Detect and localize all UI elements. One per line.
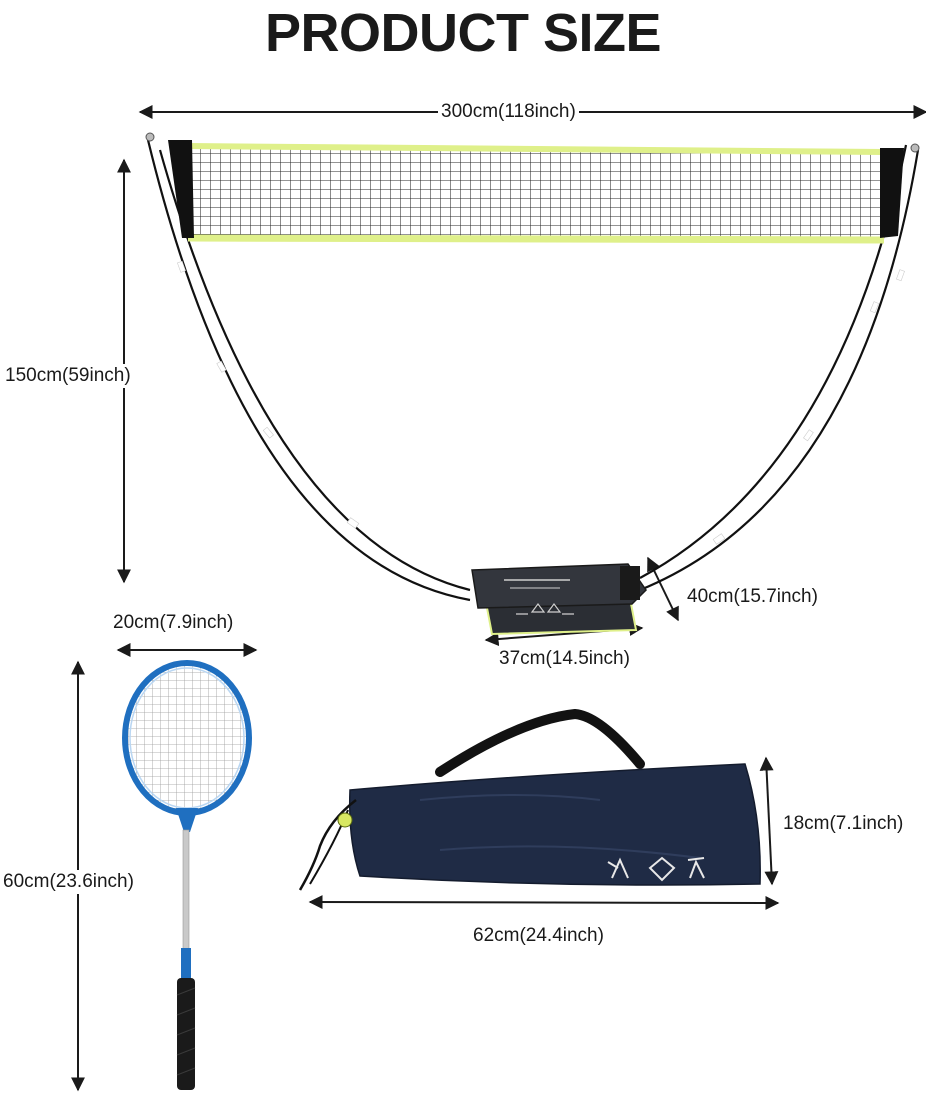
large-bag-drawstring [298, 799, 357, 891]
badminton-racket [122, 660, 252, 1090]
large-bag-logo [607, 856, 705, 882]
net-mesh [192, 146, 880, 240]
large-bag-folds [419, 794, 701, 859]
frame-pole-left-inner [158, 149, 471, 592]
racket-length-label: 60cm(23.6inch) [0, 870, 137, 894]
pole-joints [177, 260, 905, 545]
racket-width-label: 20cm(7.9inch) [110, 611, 237, 635]
racket-strings [127, 665, 247, 811]
page-title: PRODUCT SIZE [264, 3, 662, 63]
small-bag-body [471, 563, 647, 609]
frame-pole-right-outer [639, 149, 920, 592]
large-bag-height-label: 18cm(7.1inch) [780, 812, 907, 836]
net-end-cap-right [880, 148, 904, 238]
net-top-trim [187, 143, 885, 155]
large-bag-body [348, 763, 761, 886]
small-bag-logo [504, 579, 574, 615]
racket-handle-grip [177, 978, 195, 1090]
small-bag-height-line [647, 556, 679, 622]
small-bag-width-label: 37cm(14.5inch) [496, 647, 633, 671]
net-bottom-trim [187, 234, 885, 244]
grip-wrap [176, 987, 196, 1076]
net-clip-right [910, 143, 920, 153]
racket-throat [176, 808, 198, 832]
small-carry-bag [471, 563, 647, 636]
net-end-cap-left [168, 140, 194, 238]
small-bag-drawstring [620, 566, 640, 600]
net-width-label: 300cm(118inch) [438, 100, 579, 124]
badminton-net [145, 132, 920, 244]
large-bag-shoulder-strap [435, 708, 645, 777]
net-clip-left [145, 132, 155, 142]
racket-cone [181, 948, 191, 980]
net-height-label: 150cm(59inch) [2, 364, 134, 388]
frame-pole-left-outer [146, 139, 471, 602]
large-bag-length-label: 62cm(24.4inch) [470, 924, 607, 948]
net-frame [146, 139, 920, 602]
large-bag-length-line [308, 895, 780, 910]
small-bag-height-label: 40cm(15.7inch) [684, 585, 821, 609]
large-carry-bag [298, 708, 761, 891]
large-bag-toggle [337, 812, 353, 828]
large-bag-height-line [759, 756, 779, 886]
racket-shaft [182, 829, 190, 951]
